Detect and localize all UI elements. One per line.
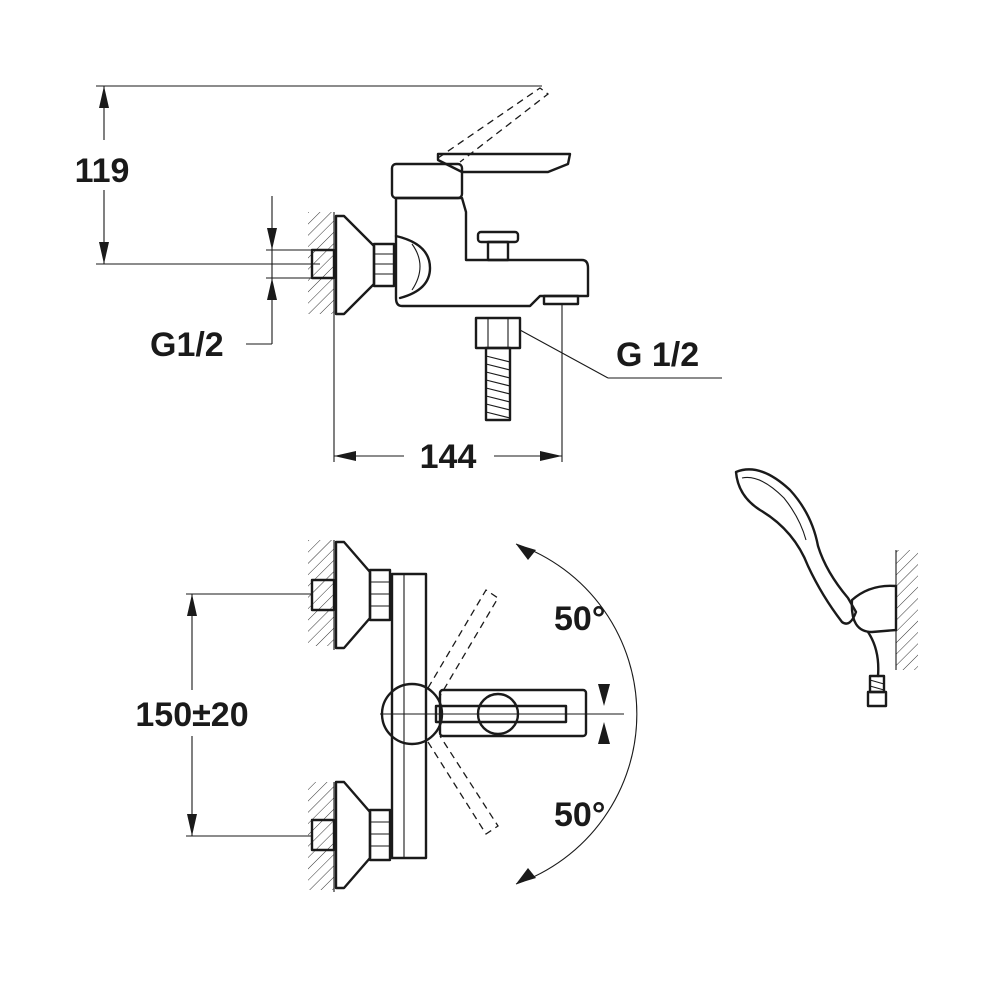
thread-label-outlet: G 1/2: [616, 336, 699, 374]
escutcheon-upper: [334, 540, 372, 650]
escutcheon-lower: [334, 780, 372, 890]
dimension-spacing: 150±20: [135, 696, 248, 734]
escutcheon-side: [334, 214, 376, 316]
mixer-body-top: [390, 572, 428, 860]
thread-label-inlet: G1/2: [150, 326, 224, 364]
hose-side: [484, 346, 512, 422]
side-view: 119 G1/2 G 1/2 144: [62, 85, 722, 476]
mixer-body-side: [394, 196, 590, 308]
angle-label-lower: 50°: [554, 796, 605, 834]
dimension-width: 144: [420, 438, 477, 476]
angle-label-upper: 50°: [554, 600, 605, 638]
lever-side: [436, 152, 572, 174]
wall-hatch-shower: [896, 550, 918, 670]
lever-top: [438, 688, 588, 738]
shower-holder: [850, 584, 898, 634]
top-view: 50° 50° 150±20: [118, 540, 638, 892]
hand-shower: [734, 468, 858, 625]
dimension-height: 119: [75, 152, 130, 190]
hand-shower-view: [734, 468, 918, 708]
